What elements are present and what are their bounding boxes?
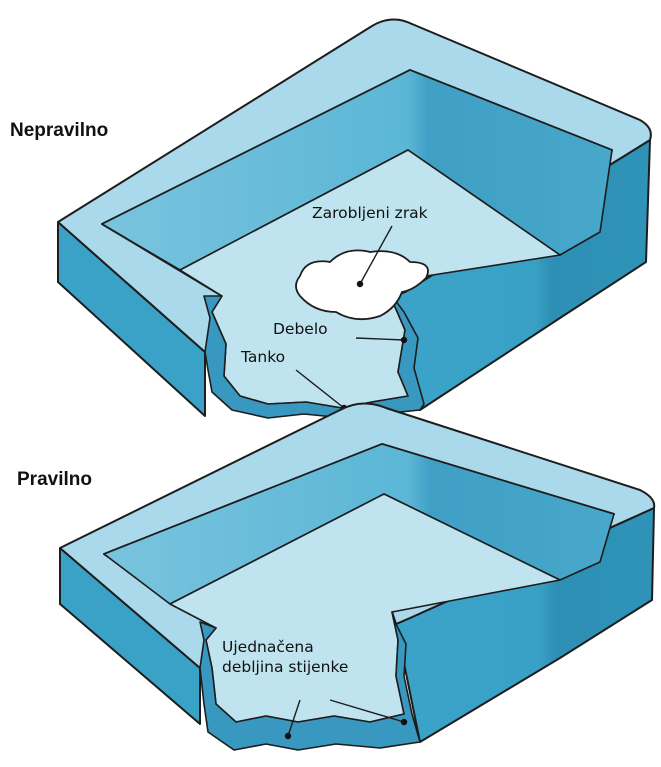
thick-label: Debelo xyxy=(273,320,328,339)
leader-dot-trapped-air xyxy=(357,281,363,287)
correct-heading: Pravilno xyxy=(17,470,92,489)
leader-dot-thick xyxy=(401,337,407,343)
uniform-wall-label-line2: debljina stijenke xyxy=(222,657,348,677)
thin-label: Tanko xyxy=(241,348,285,367)
leader-dot-uniform-bottom xyxy=(285,733,291,739)
leader-dot-uniform-right xyxy=(401,719,407,725)
trapped-air-label: Zarobljeni zrak xyxy=(312,204,428,223)
uniform-wall-label-line1: Ujednačena xyxy=(222,637,348,657)
correct-tray xyxy=(60,403,654,750)
uniform-wall-label: Ujednačena debljina stijenke xyxy=(222,637,348,678)
incorrect-heading: Nepravilno xyxy=(10,121,108,140)
